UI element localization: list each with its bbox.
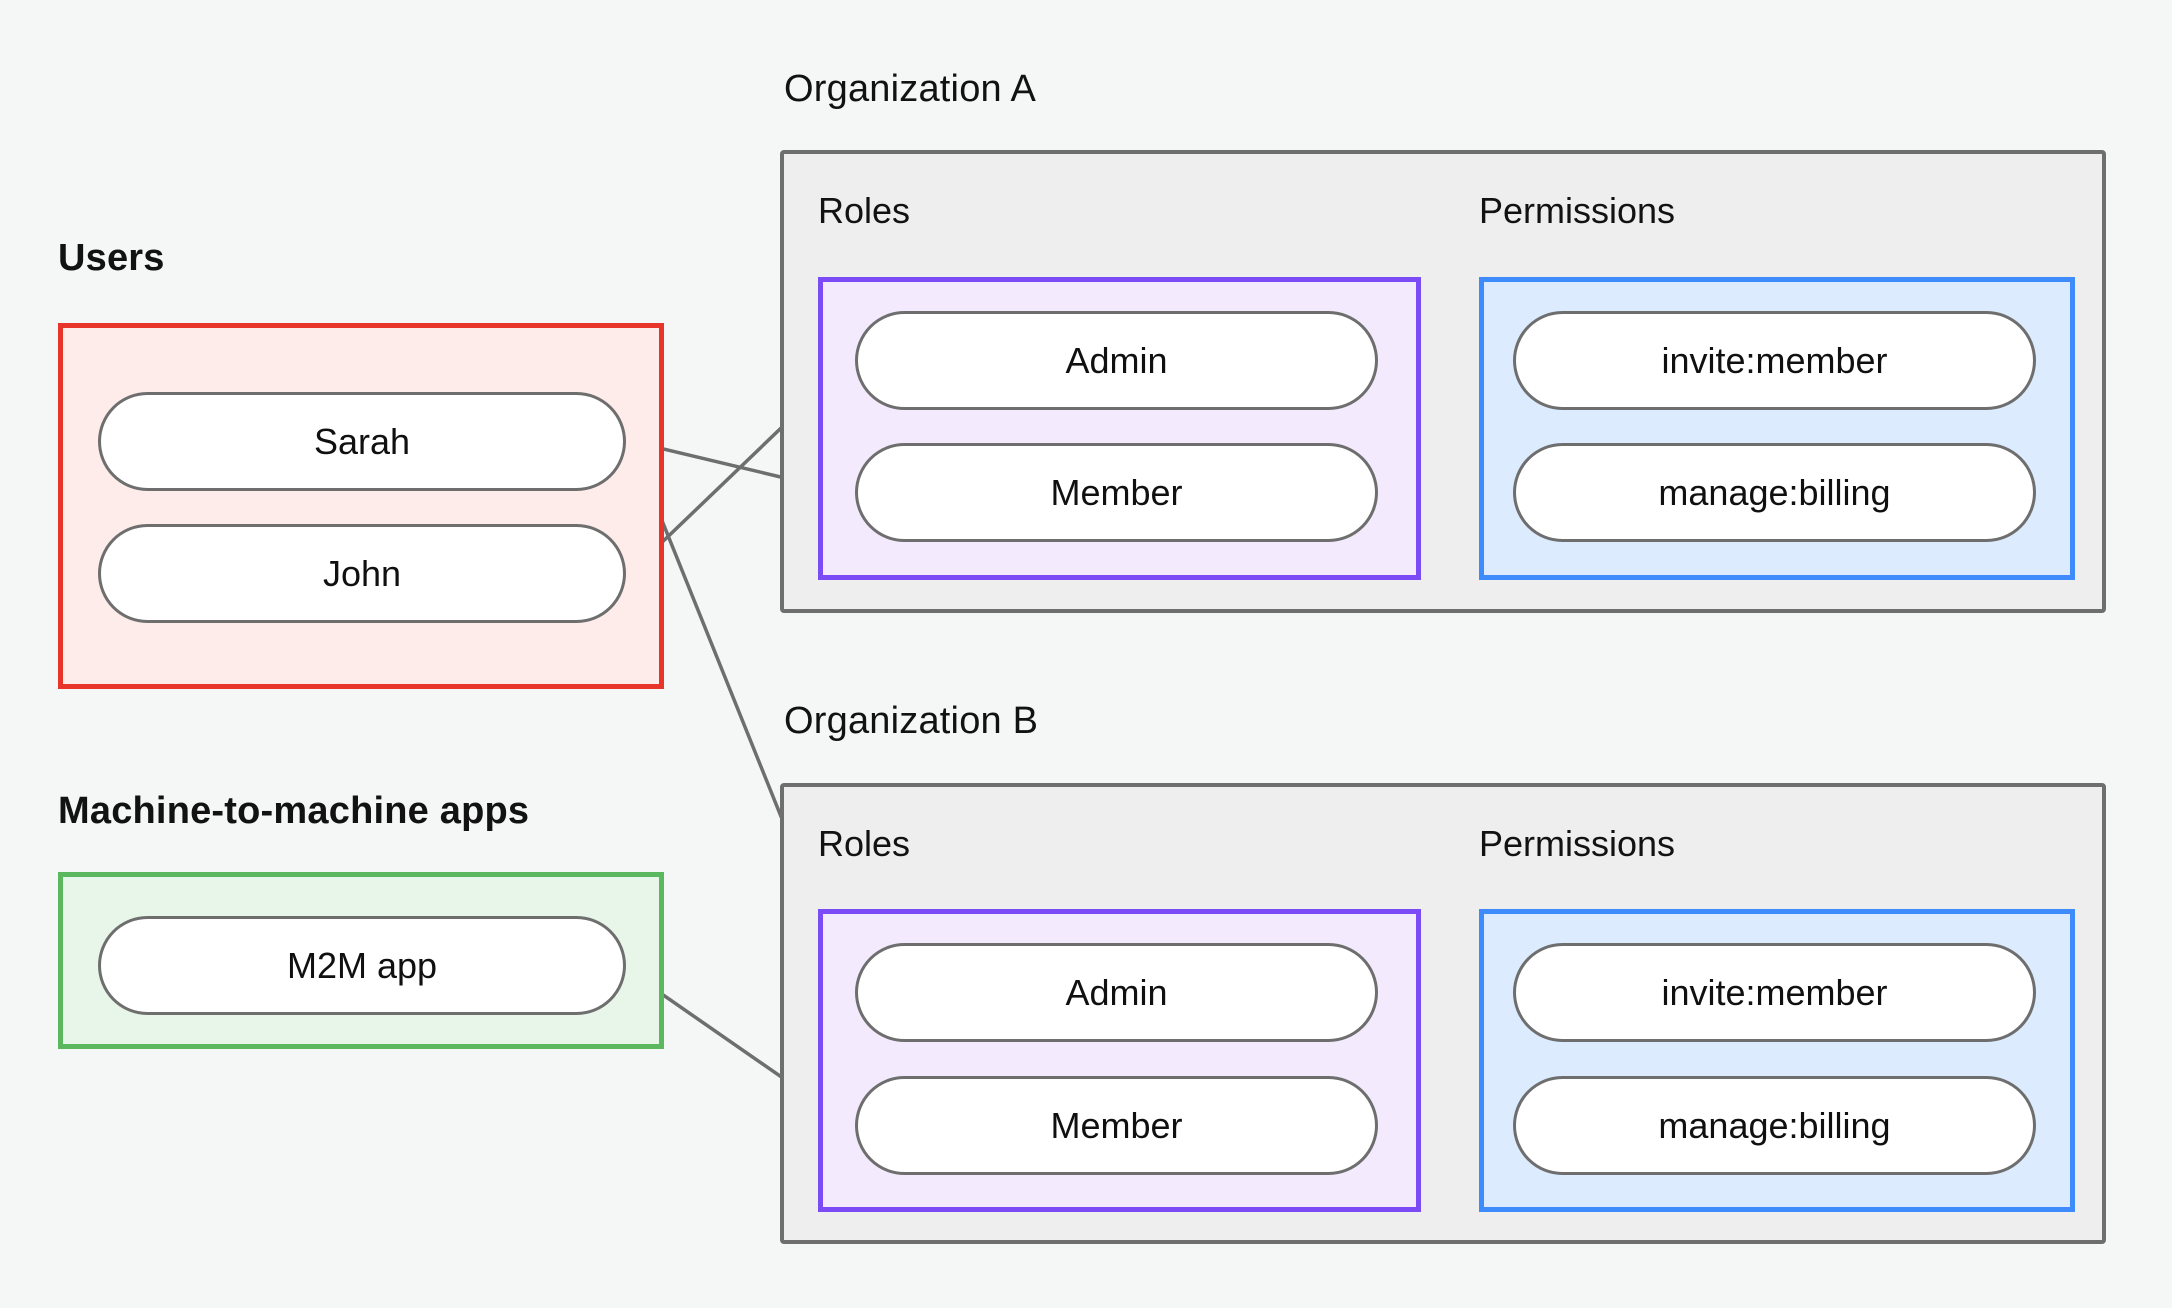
org-a-roles-caption: Roles: [818, 190, 911, 231]
org-b-permission-pill-invite-member-label: invite:member: [1661, 971, 1888, 1013]
org-a-permission-pill-manage-billing[interactable]: manage:billing: [1513, 443, 2036, 542]
org-a-permission-pill-invite-member-label: invite:member: [1661, 339, 1888, 381]
org-a-role-pill-admin-label: Admin: [1065, 339, 1168, 381]
org-b-permission-pill-manage-billing-label: manage:billing: [1658, 1104, 1891, 1146]
m2m-pill-app[interactable]: M2M app: [98, 916, 626, 1015]
org-b-role-pill-member[interactable]: Member: [855, 1076, 1378, 1175]
m2m-pill-app-label: M2M app: [286, 944, 438, 986]
user-pill-sarah[interactable]: Sarah: [98, 392, 626, 491]
users-caption: Users: [58, 237, 165, 279]
org-a-permission-pill-manage-billing-label: manage:billing: [1658, 471, 1891, 513]
org-a-permission-pill-invite-member[interactable]: invite:member: [1513, 311, 2036, 410]
m2m-caption: Machine-to-machine apps: [58, 790, 530, 832]
org-a-role-pill-member-label: Member: [1050, 471, 1183, 513]
user-pill-john[interactable]: John: [98, 524, 626, 623]
user-pill-john-label: John: [322, 552, 402, 594]
org-b-role-pill-admin[interactable]: Admin: [855, 943, 1378, 1042]
user-pill-sarah-label: Sarah: [313, 420, 411, 462]
org-b-permissions-caption: Permissions: [1479, 823, 1676, 864]
org-a-caption: Organization A: [784, 68, 1037, 110]
org-b-role-pill-member-label: Member: [1050, 1104, 1183, 1146]
org-b-caption: Organization B: [784, 700, 1039, 742]
org-b-permission-pill-manage-billing[interactable]: manage:billing: [1513, 1076, 2036, 1175]
org-a-permissions-caption: Permissions: [1479, 190, 1676, 231]
users-group: [58, 323, 664, 689]
org-b-roles-caption: Roles: [818, 823, 911, 864]
org-a-role-pill-member[interactable]: Member: [855, 443, 1378, 542]
org-b-permission-pill-invite-member[interactable]: invite:member: [1513, 943, 2036, 1042]
org-b-role-pill-admin-label: Admin: [1065, 971, 1168, 1013]
org-a-role-pill-admin[interactable]: Admin: [855, 311, 1378, 410]
